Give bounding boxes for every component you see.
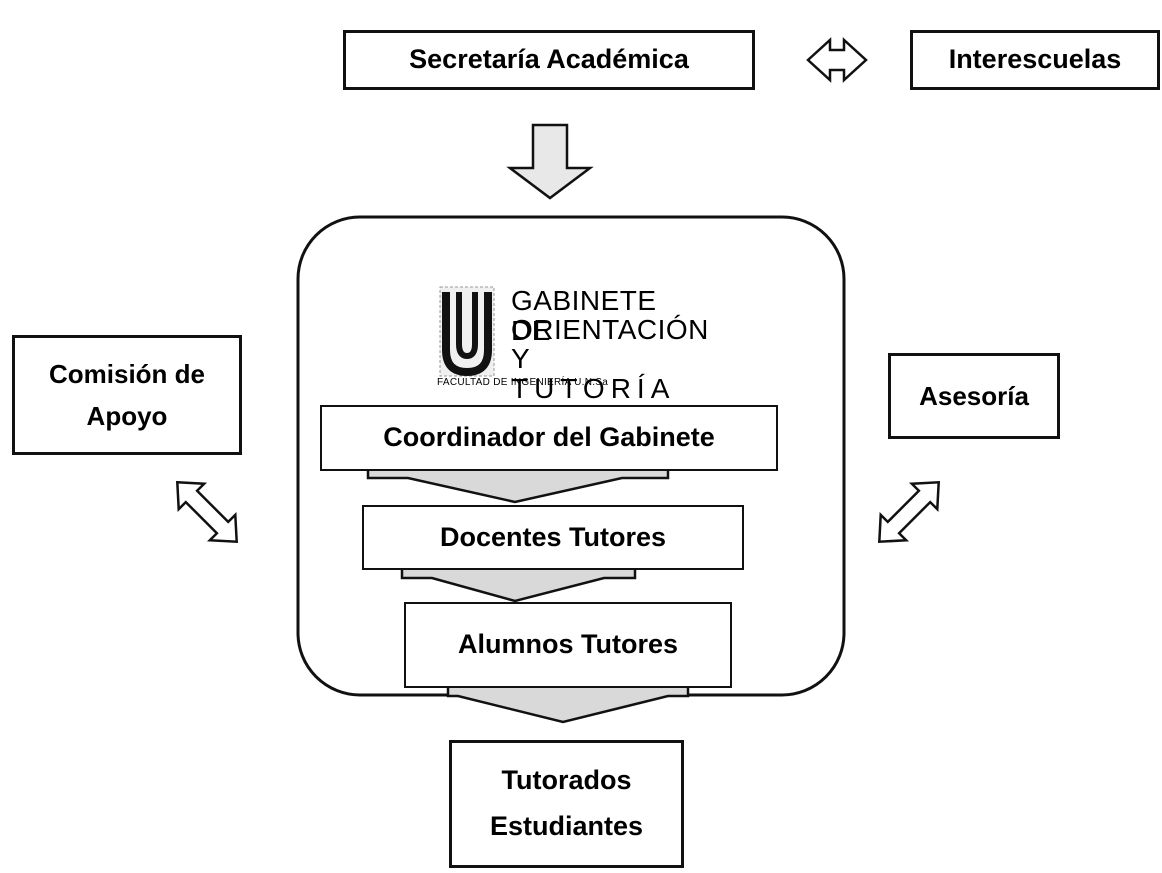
down-arrow-secretaria: [506, 123, 594, 200]
coordinador-label: Coordinador del Gabinete: [383, 422, 715, 453]
chevron-arrow-docentes: [400, 567, 637, 603]
logo-line-3: Y TUTORÍA: [511, 343, 676, 404]
comision-label-line2: Apoyo: [86, 401, 168, 431]
alumnos-tutores-box: Alumnos Tutores: [404, 602, 732, 688]
logo-line-1: GABINETE DE: [511, 285, 657, 346]
chevron-arrow-coordinador: [366, 468, 670, 504]
docentes-tutores-box: Docentes Tutores: [362, 505, 744, 570]
secretaria-academica-box: Secretaría Académica: [343, 30, 755, 90]
alumnos-tutores-label: Alumnos Tutores: [457, 629, 678, 660]
gabinete-logo: GABINETE DE ORIENTACIÓN Y TUTORÍA FACULT…: [437, 282, 708, 404]
secretaria-academica-label: Secretaría Académica: [409, 44, 689, 75]
chevron-arrow-alumnos: [446, 685, 690, 724]
interescuelas-box: Interescuelas: [910, 30, 1160, 90]
logo-line-2: ORIENTACIÓN: [511, 314, 709, 345]
bidirectional-arrow-left: [175, 480, 239, 544]
comision-label-line1: Comisión de: [48, 358, 205, 389]
asesoria-label: Asesoría: [919, 380, 1029, 411]
coordinador-box: Coordinador del Gabinete: [320, 405, 778, 471]
tutorados-label-line1: Tutorados: [501, 765, 632, 796]
tutorados-estudiantes-box: Tutorados Estudiantes: [449, 740, 684, 868]
asesoria-box: Asesoría: [888, 353, 1060, 439]
interescuelas-label: Interescuelas: [948, 44, 1122, 75]
tutorados-label-line2: Estudiantes: [489, 811, 644, 841]
comision-de-apoyo-box: Comisión de Apoyo: [12, 335, 242, 455]
bidirectional-arrow-right: [877, 480, 941, 544]
gabinete-logo-icon: [439, 286, 495, 377]
docentes-tutores-label: Docentes Tutores: [439, 521, 667, 552]
logo-subtitle: FACULTAD DE INGENIERÍA U.N.Sa: [437, 377, 609, 388]
bidirectional-arrow-horizontal: [806, 37, 868, 83]
